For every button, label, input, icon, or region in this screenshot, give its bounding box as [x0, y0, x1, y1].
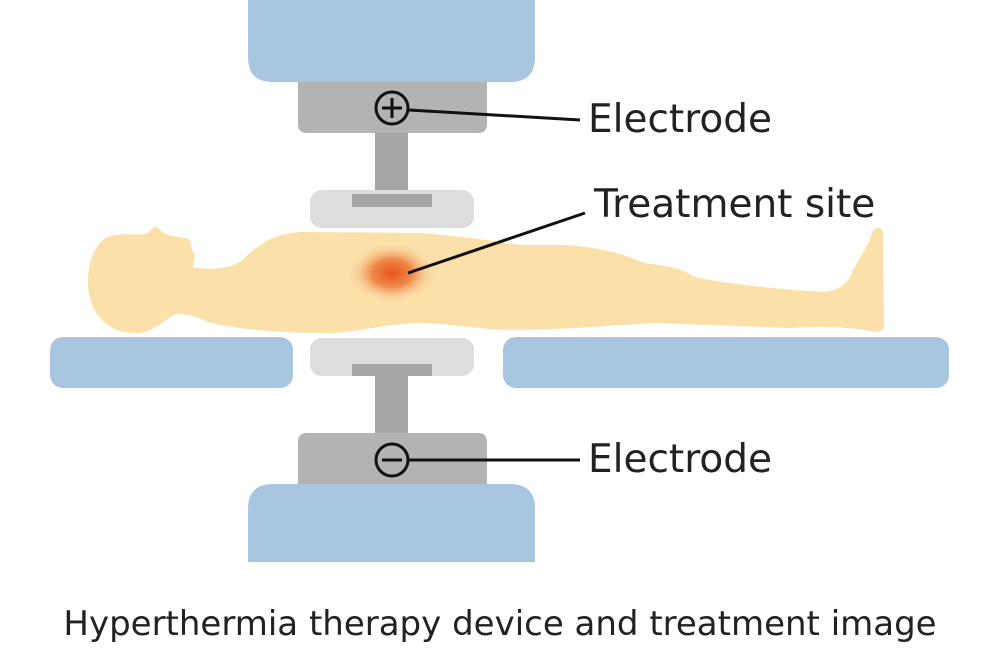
leader-line-treatment-site [407, 211, 586, 275]
leader-line-top-electrode [408, 108, 581, 122]
treatment-site-heat [347, 242, 437, 304]
minus-icon [374, 442, 410, 478]
top-electrode-stem [375, 133, 408, 195]
plus-icon [374, 90, 410, 126]
figure-caption: Hyperthermia therapy device and treatmen… [63, 604, 937, 644]
top-device-housing [248, 0, 535, 82]
top-plate-bar [352, 194, 432, 207]
bottom-device-housing [248, 484, 535, 562]
bed-right [503, 337, 949, 388]
bottom-plate-bar [352, 364, 432, 376]
top-electrode-plate [310, 190, 474, 228]
bottom-electrode-stem [375, 376, 408, 434]
bed-left [50, 337, 293, 388]
label-bottom-electrode: Electrode [588, 437, 772, 482]
label-top-electrode: Electrode [588, 97, 772, 142]
bottom-electrode-plate [310, 338, 474, 376]
patient-body [88, 226, 884, 334]
label-treatment-site: Treatment site [594, 182, 876, 227]
